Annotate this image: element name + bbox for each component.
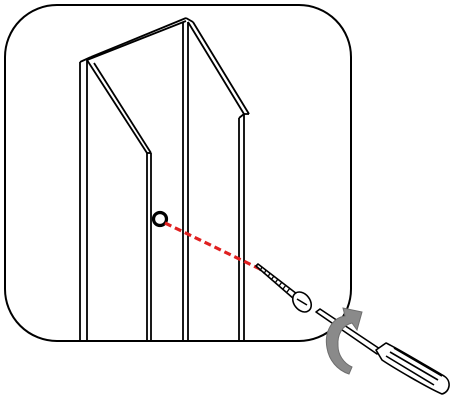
assembly-step-panel [4, 4, 352, 342]
clockwise-rotation-arrow-icon [325, 307, 363, 375]
screw-hole-icon [151, 210, 169, 228]
screwdriver-icon [315, 308, 450, 395]
dashed-alignment-line-icon [164, 221, 263, 272]
screw-icon [255, 263, 313, 313]
folded-metal-profile-icon [79, 17, 250, 341]
